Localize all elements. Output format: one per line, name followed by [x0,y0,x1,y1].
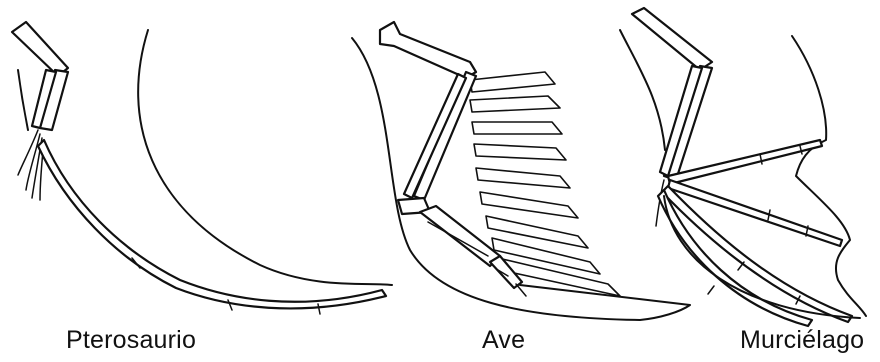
pterosaur-wing [12,22,392,314]
label-bird: Ave [482,326,525,355]
label-bat: Murciélago [740,326,864,355]
bat-membrane-outline [792,36,866,316]
bat-wing [620,8,866,326]
pterosaur-humerus [12,22,68,76]
pterosaur-membrane-outline [138,30,392,285]
bat-humerus [632,8,712,70]
bird-humerus [380,22,476,78]
bat-finger-5-joints [708,286,714,294]
bat-body-line [620,30,665,150]
bird-ulna [404,74,466,198]
bird-hand [420,206,500,266]
label-pterosaur: Pterosaurio [66,326,196,355]
pterosaur-claws [18,130,44,200]
bat-finger-2 [668,140,822,184]
pterosaur-body-line [18,70,28,130]
bird-radius [414,72,476,200]
